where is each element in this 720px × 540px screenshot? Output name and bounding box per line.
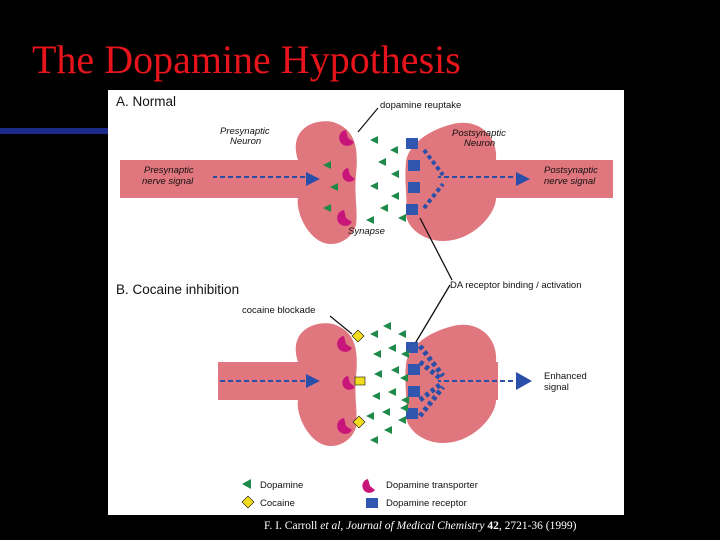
- presynaptic-signal-label-2: nerve signal: [142, 176, 194, 187]
- citation: F. I. Carroll et al, Journal of Medical …: [264, 520, 576, 532]
- postsynaptic-signal-label-1: Postsynaptic: [544, 165, 598, 176]
- binding-pointer-line-b: [409, 284, 451, 353]
- panel-a-receptors: [406, 138, 420, 215]
- postsynaptic-neuron-label-2: Neuron: [464, 138, 495, 149]
- enhanced-signal-label-2: signal: [544, 382, 569, 393]
- citation-pages: , 2721-36 (1999): [498, 520, 577, 532]
- presynaptic-neuron-label-1: Presynaptic: [220, 126, 270, 137]
- dopamine-reuptake-label: dopamine reuptake: [380, 100, 461, 111]
- postsynaptic-signal-label-2: nerve signal: [544, 176, 596, 187]
- postsynaptic-signal-arrow: [438, 176, 518, 182]
- panel-a-heading: A. Normal: [116, 94, 176, 109]
- citation-volume: 42: [487, 520, 499, 532]
- legend: Dopamine Cocaine Dopamine transporter Do…: [241, 479, 478, 509]
- presynaptic-signal-label-1: Presynaptic: [144, 165, 194, 176]
- legend-dopamine-swatch: [242, 479, 251, 489]
- citation-et-al: et al: [320, 520, 341, 532]
- panel-b-dopamine-molecules: [366, 322, 409, 444]
- presynaptic-neuron-shape: [120, 121, 357, 245]
- panel-b-receptors: [406, 342, 420, 419]
- legend-cocaine-swatch: [241, 495, 255, 509]
- postsynaptic-neuron-label-1: Postsynaptic: [452, 128, 506, 139]
- citation-authors: F. I. Carroll: [264, 520, 321, 532]
- receptor-binding-label: DA receptor binding / activation: [450, 280, 582, 291]
- blockade-pointer-line: [329, 315, 353, 335]
- panel-a: A. Normal Presynaptic Neuron Postsynapti…: [116, 94, 613, 245]
- cocaine-blockade-label: cocaine blockade: [242, 305, 315, 316]
- binding-pointer-line-a: [419, 217, 453, 281]
- legend-receptor-label: Dopamine receptor: [386, 498, 467, 509]
- presynaptic-arrow-head: [306, 172, 320, 186]
- postsynaptic-diagonal-signals: [422, 148, 445, 210]
- panel-b-cocaine-molecules: [351, 329, 366, 429]
- panel-b-transporters: [337, 336, 355, 434]
- postsynaptic-arrow-head: [516, 172, 530, 186]
- reuptake-pointer-line: [357, 107, 379, 133]
- panel-b-presynaptic-neuron: [218, 323, 357, 447]
- panel-b-enhanced-diagonals: [418, 344, 445, 418]
- enhanced-signal-label-1: Enhanced: [544, 371, 587, 382]
- legend-cocaine-label: Cocaine: [260, 498, 295, 509]
- presynaptic-neuron-label-2: Neuron: [230, 136, 261, 147]
- legend-transporter-label: Dopamine transporter: [386, 480, 478, 491]
- synapse-label: Synapse: [348, 226, 385, 237]
- dopamine-synapse-figure: A. Normal Presynaptic Neuron Postsynapti…: [108, 90, 624, 515]
- panel-a-dopamine-molecules: [323, 136, 406, 224]
- legend-transporter-swatch: [362, 479, 375, 493]
- panel-b-presynaptic-arrow-head: [306, 374, 320, 388]
- slide-title: The Dopamine Hypothesis: [32, 37, 461, 82]
- panel-b-enhanced-arrow: [438, 378, 518, 384]
- citation-journal: , Journal of Medical Chemistry: [340, 520, 488, 532]
- legend-dopamine-label: Dopamine: [260, 480, 303, 491]
- panel-b: B. Cocaine inhibition cocaine blockade E…: [116, 282, 587, 447]
- panel-b-enhanced-arrow-head: [516, 372, 532, 390]
- legend-receptor-swatch: [366, 498, 378, 508]
- presynaptic-signal-arrow: [213, 176, 308, 182]
- panel-b-heading: B. Cocaine inhibition: [116, 282, 239, 297]
- panel-a-transporters: [337, 130, 355, 226]
- panel-b-presynaptic-arrow: [220, 378, 308, 384]
- title-accent-bar: [0, 128, 108, 134]
